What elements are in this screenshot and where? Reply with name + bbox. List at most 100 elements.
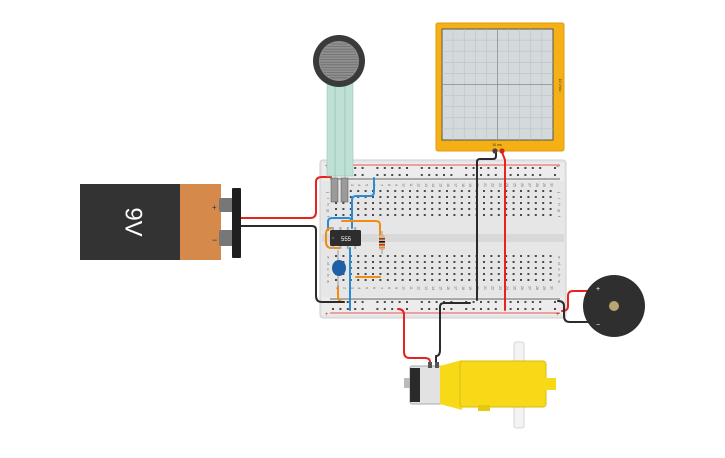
breadboard-hole[interactable] [386, 196, 389, 198]
rail-hole[interactable] [383, 308, 386, 310]
breadboard-hole[interactable] [468, 267, 471, 269]
breadboard-hole[interactable] [468, 202, 471, 204]
breadboard-hole[interactable] [483, 190, 485, 192]
breadboard-hole[interactable] [372, 261, 374, 263]
breadboard-hole[interactable] [460, 267, 463, 269]
rail-hole[interactable] [509, 301, 512, 303]
breadboard-hole[interactable] [490, 196, 493, 198]
breadboard-hole[interactable] [453, 255, 456, 257]
breadboard-hole[interactable] [534, 255, 537, 257]
breadboard-hole[interactable] [446, 190, 448, 192]
breadboard-hole[interactable] [416, 202, 419, 204]
breadboard-hole[interactable] [527, 261, 530, 263]
rail-hole[interactable] [361, 301, 364, 303]
breadboard-hole[interactable] [438, 261, 441, 263]
breadboard-hole[interactable] [364, 255, 367, 257]
breadboard-hole[interactable] [534, 196, 537, 198]
breadboard-hole[interactable] [483, 261, 485, 263]
breadboard-hole[interactable] [483, 208, 485, 210]
breadboard-hole[interactable] [483, 279, 485, 281]
breadboard-hole[interactable] [349, 190, 352, 192]
breadboard-hole[interactable] [453, 208, 456, 210]
rail-hole[interactable] [554, 167, 556, 169]
breadboard-hole[interactable] [409, 279, 411, 281]
rail-hole[interactable] [398, 167, 401, 169]
breadboard-hole[interactable] [379, 202, 382, 204]
breadboard-hole[interactable] [512, 261, 515, 263]
breadboard-hole[interactable] [431, 267, 434, 269]
breadboard-hole[interactable] [401, 214, 404, 216]
breadboard-hole[interactable] [527, 279, 530, 281]
ic-pin[interactable] [354, 245, 357, 249]
wires[interactable] [239, 151, 593, 367]
breadboard-hole[interactable] [534, 267, 537, 269]
breadboard-hole[interactable] [372, 279, 374, 281]
rail-hole[interactable] [480, 308, 482, 310]
breadboard-hole[interactable] [468, 279, 471, 281]
breadboard-hole[interactable] [549, 190, 552, 192]
breadboard-hole[interactable] [490, 267, 493, 269]
breadboard-hole[interactable] [505, 279, 508, 281]
breadboard-hole[interactable] [460, 208, 463, 210]
breadboard-hole[interactable] [446, 202, 448, 204]
breadboard-hole[interactable] [386, 255, 389, 257]
breadboard-hole[interactable] [423, 273, 426, 275]
breadboard-hole[interactable] [549, 279, 552, 281]
wire-battery-minus[interactable] [239, 225, 332, 303]
battery-9v[interactable]: + − 9V [80, 184, 241, 260]
breadboard-hole[interactable] [446, 196, 448, 198]
breadboard-hole[interactable] [416, 196, 419, 198]
breadboard-hole[interactable] [401, 190, 404, 192]
breadboard-hole[interactable] [357, 255, 360, 257]
breadboard-hole[interactable] [394, 202, 397, 204]
rail-hole[interactable] [480, 301, 482, 303]
wire-battery-plus[interactable] [239, 176, 332, 219]
breadboard-hole[interactable] [357, 214, 360, 216]
breadboard-hole[interactable] [549, 255, 552, 257]
breadboard-hole[interactable] [520, 279, 522, 281]
breadboard-hole[interactable] [423, 190, 426, 192]
breadboard-hole[interactable] [527, 202, 530, 204]
wire-scope-probe-black[interactable] [476, 151, 497, 301]
breadboard-hole[interactable] [549, 214, 552, 216]
breadboard-hole[interactable] [542, 208, 545, 210]
breadboard-hole[interactable] [497, 279, 500, 281]
breadboard-hole[interactable] [468, 190, 471, 192]
battery-terminal-plus[interactable] [219, 198, 233, 212]
breadboard-hole[interactable] [490, 190, 493, 192]
oscilloscope[interactable]: 10 V/div 10 ms [435, 22, 565, 154]
breadboard-hole[interactable] [468, 255, 471, 257]
breadboard-hole[interactable] [483, 267, 485, 269]
rail-hole[interactable] [517, 308, 519, 310]
rail-hole[interactable] [391, 301, 394, 303]
rail-hole[interactable] [406, 174, 408, 176]
breadboard-hole[interactable] [364, 273, 367, 275]
breadboard-hole[interactable] [386, 261, 389, 263]
rail-hole[interactable] [391, 308, 394, 310]
breadboard-hole[interactable] [512, 202, 515, 204]
breadboard-hole[interactable] [534, 190, 537, 192]
rail-hole[interactable] [480, 167, 482, 169]
breadboard-hole[interactable] [505, 214, 508, 216]
breadboard-hole[interactable] [438, 208, 441, 210]
breadboard-hole[interactable] [379, 208, 382, 210]
rail-hole[interactable] [420, 167, 423, 169]
breadboard-hole[interactable] [468, 196, 471, 198]
breadboard-hole[interactable] [453, 196, 456, 198]
breadboard-hole[interactable] [505, 261, 508, 263]
breadboard-hole[interactable] [497, 214, 500, 216]
wire-motor-black[interactable] [435, 302, 471, 367]
breadboard-hole[interactable] [364, 214, 367, 216]
breadboard-hole[interactable] [483, 196, 485, 198]
breadboard-hole[interactable] [460, 214, 463, 216]
breadboard-hole[interactable] [446, 255, 448, 257]
breadboard-hole[interactable] [423, 214, 426, 216]
breadboard-hole[interactable] [520, 196, 522, 198]
breadboard-hole[interactable] [520, 214, 522, 216]
breadboard-hole[interactable] [490, 273, 493, 275]
resistor[interactable] [379, 231, 385, 254]
breadboard-hole[interactable] [549, 196, 552, 198]
rail-hole[interactable] [509, 174, 512, 176]
breadboard-hole[interactable] [416, 255, 419, 257]
rail-hole[interactable] [428, 301, 431, 303]
